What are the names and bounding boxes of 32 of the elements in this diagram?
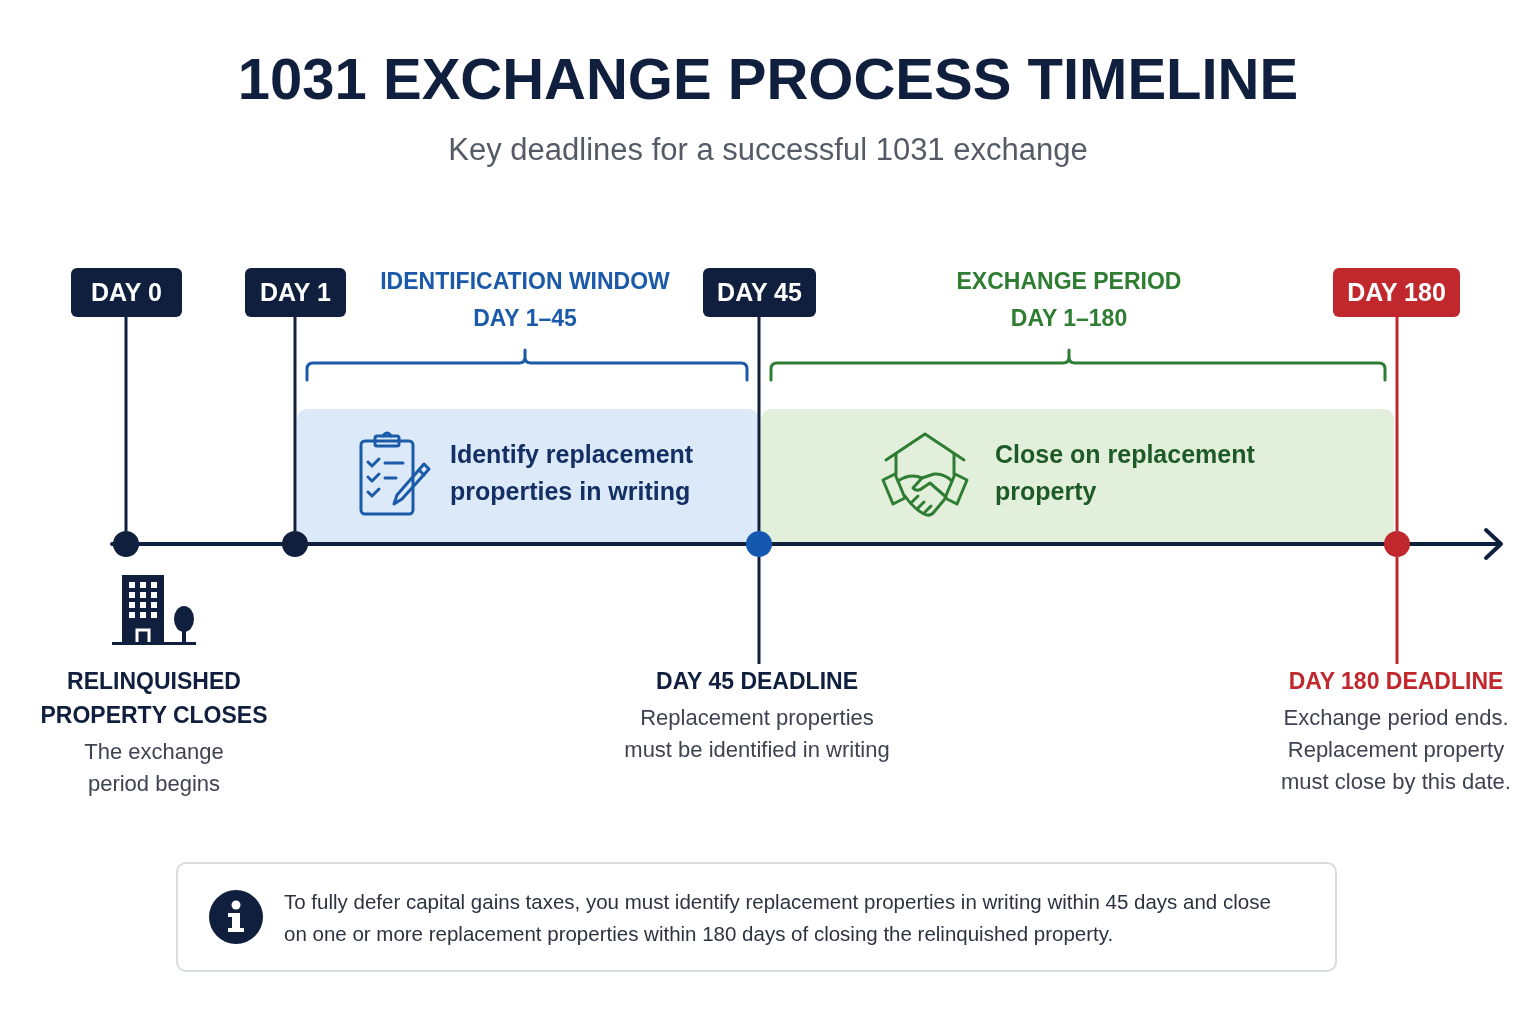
title: 1031 EXCHANGE PROCESS TIMELINE xyxy=(237,45,1299,113)
day-badge: DAY 180 xyxy=(1333,268,1460,317)
event-heading: RELINQUISHED PROPERTY CLOSES xyxy=(39,667,269,730)
event-description: Replacement properties must be identified in writing xyxy=(623,704,891,764)
period-heading: IDENTIFICATION WINDOW xyxy=(380,267,670,296)
event-heading: DAY 45 DEADLINE xyxy=(655,667,859,696)
period-heading: DAY 1–180 xyxy=(1010,304,1128,333)
period-heading: EXCHANGE PERIOD xyxy=(956,267,1182,296)
period-band xyxy=(297,409,759,544)
band-text: Identify replacement properties in writing xyxy=(450,439,695,507)
connector-line xyxy=(757,557,761,664)
event-description: The exchange period begins xyxy=(83,738,225,798)
subtitle: Key deadlines for a successful 1031 exchange xyxy=(448,131,1088,169)
day-badge: DAY 1 xyxy=(245,268,346,317)
timeline-dot xyxy=(282,531,308,557)
timeline-dot xyxy=(746,531,772,557)
day-badge: DAY 45 xyxy=(703,268,816,317)
event-heading: DAY 180 DEADLINE xyxy=(1287,667,1505,696)
connector-line xyxy=(293,317,297,531)
note-box xyxy=(176,862,1337,972)
timeline-dot xyxy=(113,531,139,557)
day-badge: DAY 0 xyxy=(71,268,182,317)
period-heading: DAY 1–45 xyxy=(473,304,577,333)
note-text: To fully defer capital gains taxes, you must identify replacement properties in writing within 45 days and close on one or more replacement properties within 180 days of closing the relinquished property. xyxy=(284,889,1272,947)
timeline-dot xyxy=(1384,531,1410,557)
connector-line xyxy=(124,317,128,531)
connector-line xyxy=(1395,557,1399,664)
band-text: Close on replacement property xyxy=(995,439,1256,507)
connector-line xyxy=(1395,317,1399,531)
connector-line xyxy=(757,317,761,531)
event-description: Exchange period ends. Replacement property must close by this date. xyxy=(1280,704,1512,796)
period-band xyxy=(761,409,1394,544)
